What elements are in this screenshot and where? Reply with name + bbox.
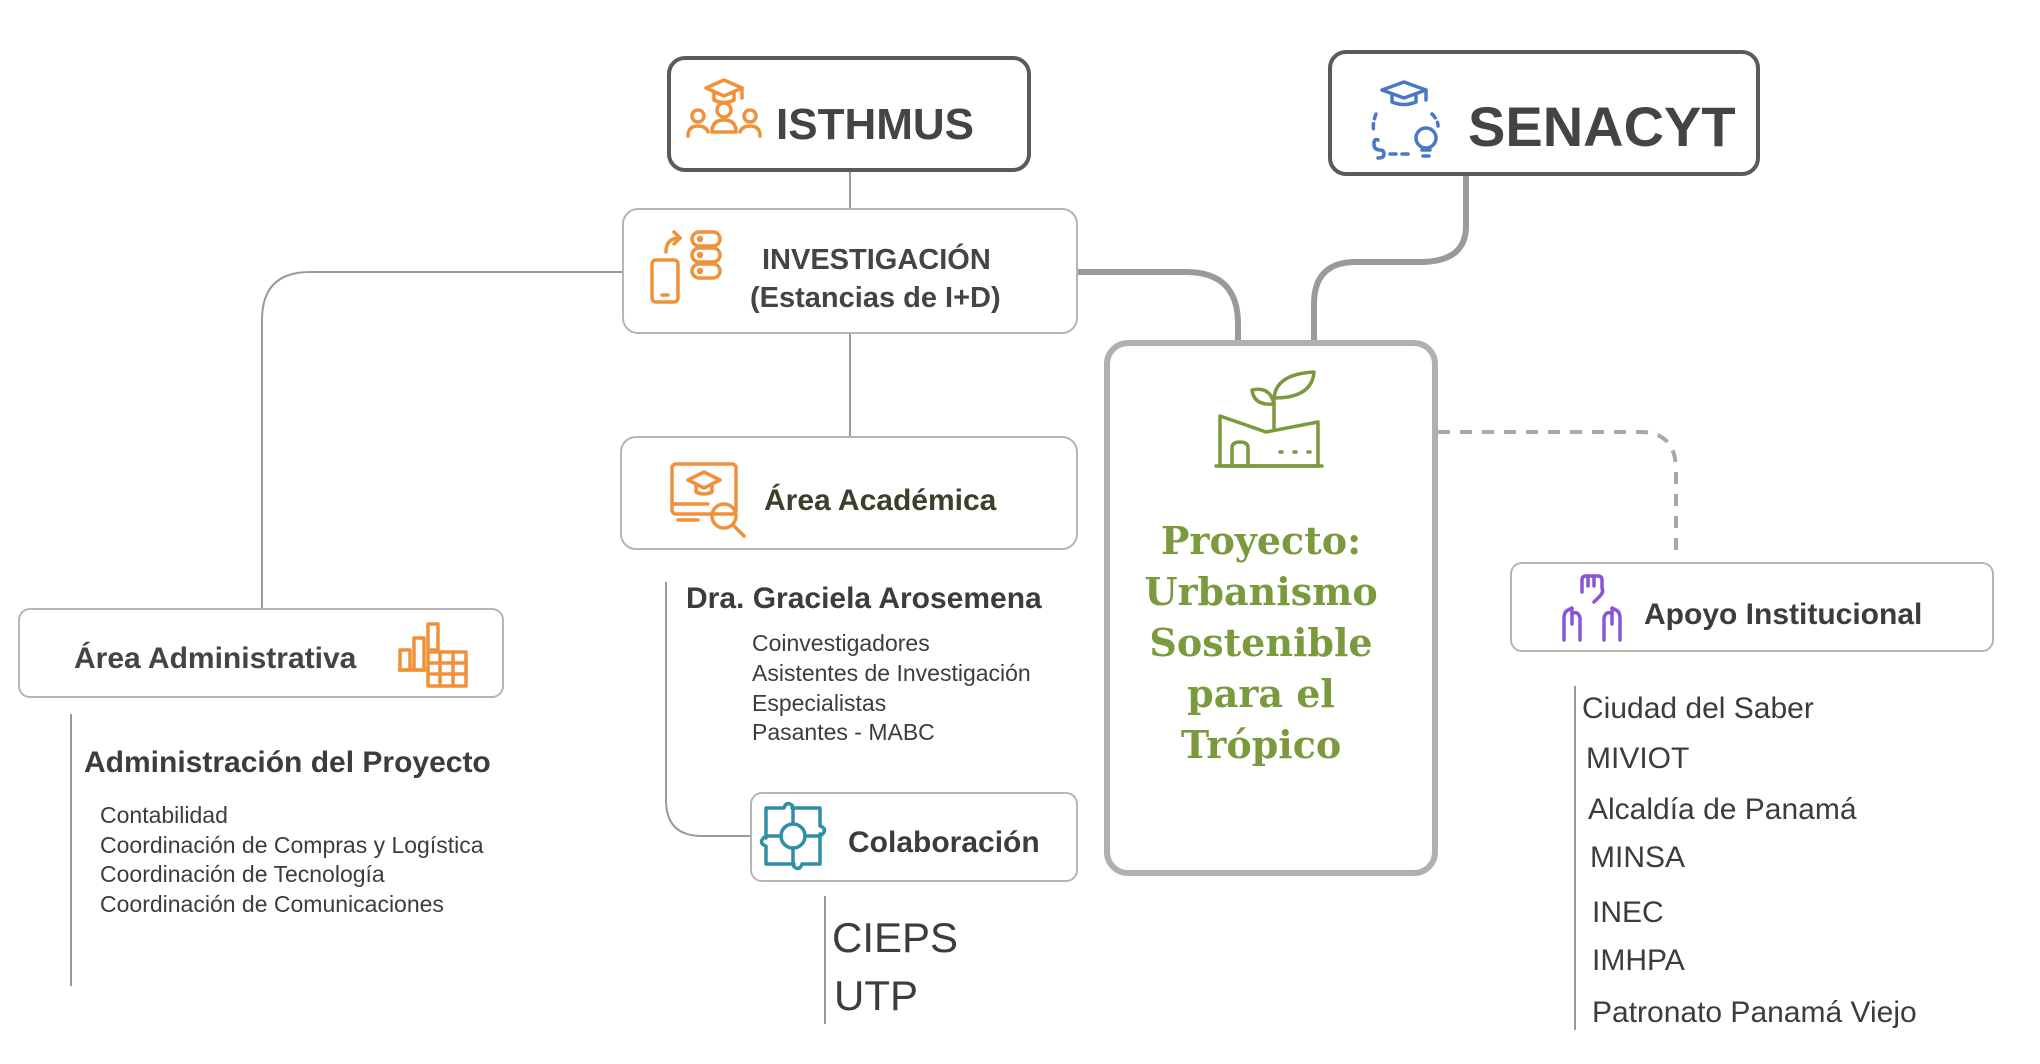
apoyo-item: INEC (1592, 896, 1664, 929)
area-academica-item: Especialistas (752, 690, 887, 716)
investigacion-box (622, 208, 1078, 334)
phone-database-sync-icon (650, 230, 722, 304)
apoyo-item: Patronato Panamá Viejo (1592, 996, 1917, 1029)
chart-calculator-icon (398, 622, 468, 688)
area-academica-item: Coinvestigadores (752, 630, 930, 656)
puzzle-network-icon (759, 801, 827, 871)
connector-proyecto-apoyo (1438, 430, 1678, 560)
colaboracion-label: Colaboración (848, 826, 1040, 859)
investigacion-subtitle: (Estancias de I+D) (750, 282, 1001, 314)
area-administrativa-label: Área Administrativa (74, 642, 357, 675)
connector-academica-colaboracion (665, 582, 750, 837)
apoyo-item: MINSA (1590, 841, 1686, 874)
isthmus-box (667, 56, 1031, 172)
senacyt-label: SENACYT (1468, 95, 1736, 158)
colaboracion-item: UTP (834, 972, 918, 1019)
elearning-search-icon (670, 462, 746, 538)
proyecto-title-line: Trópico (1180, 722, 1342, 767)
connector-investigacion-administrativa (261, 271, 622, 608)
connector-senacyt-proyecto (1311, 176, 1469, 340)
administrativa-bracket (70, 714, 72, 986)
area-administrativa-head: Administración del Proyecto (84, 746, 491, 779)
proyecto-title-line: para el (1187, 671, 1335, 716)
apoyo-item: MIVIOT (1586, 742, 1690, 775)
apoyo-item: Ciudad del Saber (1582, 692, 1814, 725)
area-academica-item: Asistentes de Investigación (752, 660, 1031, 686)
sprout-building-icon (1214, 370, 1324, 468)
apoyo-item: IMHPA (1592, 944, 1685, 977)
raised-hands-icon (1562, 574, 1622, 642)
area-academica-head: Dra. Graciela Arosemena (686, 582, 1042, 615)
area-administrativa-item: Coordinación de Comunicaciones (100, 891, 444, 917)
apoyo-item: Alcaldía de Panamá (1588, 793, 1857, 826)
apoyo-label: Apoyo Institucional (1644, 598, 1923, 631)
graduation-team-icon (686, 78, 762, 138)
graduation-cycle-idea-icon (1371, 80, 1440, 160)
connector-investigacion-proyecto (1078, 269, 1241, 340)
area-administrativa-item: Coordinación de Compras y Logística (100, 832, 484, 858)
apoyo-bracket (1574, 686, 1576, 1030)
area-administrativa-item: Coordinación de Tecnología (100, 861, 385, 887)
proyecto-title-line: Sostenible (1149, 620, 1373, 665)
investigacion-title: INVESTIGACIÓN (762, 244, 991, 276)
proyecto-title-line: Proyecto: (1160, 518, 1362, 563)
isthmus-label: ISTHMUS (776, 100, 974, 149)
area-academica-label: Área Académica (764, 484, 997, 517)
colaboracion-item: CIEPS (832, 914, 959, 961)
senacyt-box (1328, 50, 1760, 176)
colaboracion-bracket (824, 896, 826, 1024)
proyecto-title-line: Urbanismo (1144, 569, 1378, 614)
area-administrativa-item: Contabilidad (100, 802, 228, 828)
area-academica-item: Pasantes - MABC (752, 719, 935, 745)
proyecto-title: Proyecto: Urbanismo Sostenible para el T… (1108, 515, 1414, 770)
